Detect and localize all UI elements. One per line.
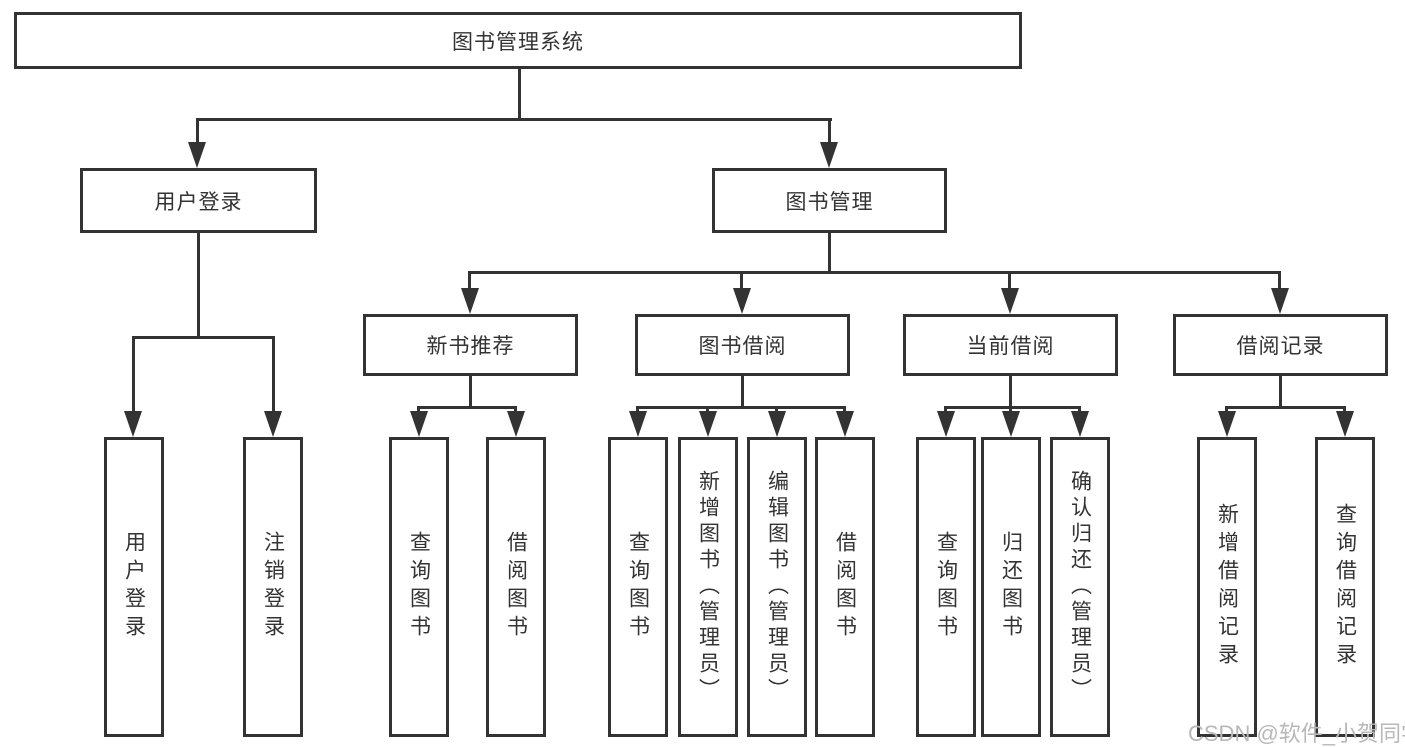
- connector-line: [828, 233, 831, 274]
- leaf-query-books-current: 查询图书: [916, 437, 976, 737]
- arrow-down-icon: [1218, 411, 1236, 437]
- leaf-confirm-return-admin: 确认归还（管理员）: [1050, 437, 1110, 737]
- node-book-borrowing: 图书借阅: [635, 314, 850, 376]
- connector-line: [132, 336, 135, 416]
- node-current-borrowing: 当前借阅: [903, 314, 1118, 376]
- node-label: 注销登录: [261, 531, 285, 643]
- leaf-query-books-recommend: 查询图书: [389, 437, 449, 737]
- node-label: 确认归还（管理员）: [1068, 470, 1092, 704]
- connector-line: [196, 118, 832, 121]
- connector-line: [417, 406, 517, 409]
- node-label: 图书管理系统: [452, 30, 584, 54]
- node-label: 用户登录: [154, 190, 243, 214]
- node-label: 图书管理: [785, 190, 874, 214]
- connector-line: [197, 233, 200, 339]
- node-root-system: 图书管理系统: [14, 12, 1022, 69]
- node-label: 查询图书: [934, 531, 958, 643]
- arrow-down-icon: [1071, 411, 1089, 437]
- connector-line: [944, 406, 1081, 409]
- arrow-down-icon: [1336, 411, 1354, 437]
- arrow-down-icon: [461, 288, 479, 314]
- leaf-add-books-admin: 新增图书（管理员）: [678, 437, 738, 737]
- node-user-login: 用户登录: [80, 168, 317, 233]
- connector-line: [1009, 376, 1012, 409]
- node-label: 编辑图书（管理员）: [765, 470, 789, 704]
- arrow-down-icon: [124, 411, 142, 437]
- arrow-down-icon: [733, 288, 751, 314]
- connector-line: [196, 118, 199, 148]
- connector-line: [636, 406, 846, 409]
- arrow-down-icon: [507, 411, 525, 437]
- arrow-down-icon: [264, 411, 282, 437]
- leaf-query-borrow-record: 查询借阅记录: [1315, 437, 1375, 737]
- connector-line: [1225, 406, 1346, 409]
- arrow-down-icon: [1001, 288, 1019, 314]
- connector-line: [468, 271, 1281, 274]
- node-label: 用户登录: [122, 531, 146, 643]
- arrow-down-icon: [410, 411, 428, 437]
- leaf-query-books-borrowing: 查询图书: [608, 437, 668, 737]
- node-label: 借阅图书: [504, 531, 528, 643]
- arrow-down-icon: [820, 142, 838, 168]
- leaf-edit-books-admin: 编辑图书（管理员）: [747, 437, 807, 737]
- leaf-user-login: 用户登录: [104, 437, 164, 737]
- leaf-borrow-books: 借阅图书: [815, 437, 875, 737]
- connector-line: [1279, 376, 1282, 409]
- connector-line: [272, 336, 275, 416]
- node-label: 查询图书: [407, 531, 431, 643]
- arrow-down-icon: [937, 411, 955, 437]
- node-label: 当前借阅: [966, 335, 1055, 358]
- node-label: 查询借阅记录: [1333, 503, 1357, 671]
- arrow-down-icon: [1271, 288, 1289, 314]
- arrow-down-icon: [836, 411, 854, 437]
- connector-line: [1008, 271, 1011, 293]
- node-label: 借阅图书: [833, 531, 857, 643]
- node-label: 借阅记录: [1236, 335, 1325, 358]
- connector-line: [741, 376, 744, 409]
- node-label: 新书推荐: [426, 335, 515, 358]
- csdn-watermark: CSDN @软件_小贺同学: [1188, 721, 1405, 746]
- leaf-borrow-books-recommend: 借阅图书: [486, 437, 546, 737]
- node-new-book-recommend: 新书推荐: [363, 314, 578, 376]
- node-label: 查询图书: [626, 531, 650, 643]
- arrow-down-icon: [1002, 411, 1020, 437]
- node-label: 新增图书（管理员）: [696, 470, 720, 704]
- connector-line: [518, 69, 521, 120]
- connector-line: [1278, 271, 1281, 293]
- arrow-down-icon: [629, 411, 647, 437]
- arrow-down-icon: [768, 411, 786, 437]
- node-label: 新增借阅记录: [1215, 503, 1239, 671]
- node-book-management: 图书管理: [712, 168, 947, 233]
- connector-line: [132, 336, 275, 339]
- connector-line: [828, 118, 831, 148]
- node-label: 图书借阅: [698, 335, 787, 358]
- node-borrowing-records: 借阅记录: [1173, 314, 1388, 376]
- connector-line: [469, 376, 472, 409]
- connector-line: [468, 271, 471, 293]
- node-label: 归还图书: [999, 531, 1023, 643]
- connector-line: [740, 271, 743, 293]
- leaf-return-books: 归还图书: [981, 437, 1041, 737]
- arrow-down-icon: [699, 411, 717, 437]
- leaf-logout: 注销登录: [243, 437, 303, 737]
- leaf-add-borrow-record: 新增借阅记录: [1197, 437, 1257, 737]
- arrow-down-icon: [188, 142, 206, 168]
